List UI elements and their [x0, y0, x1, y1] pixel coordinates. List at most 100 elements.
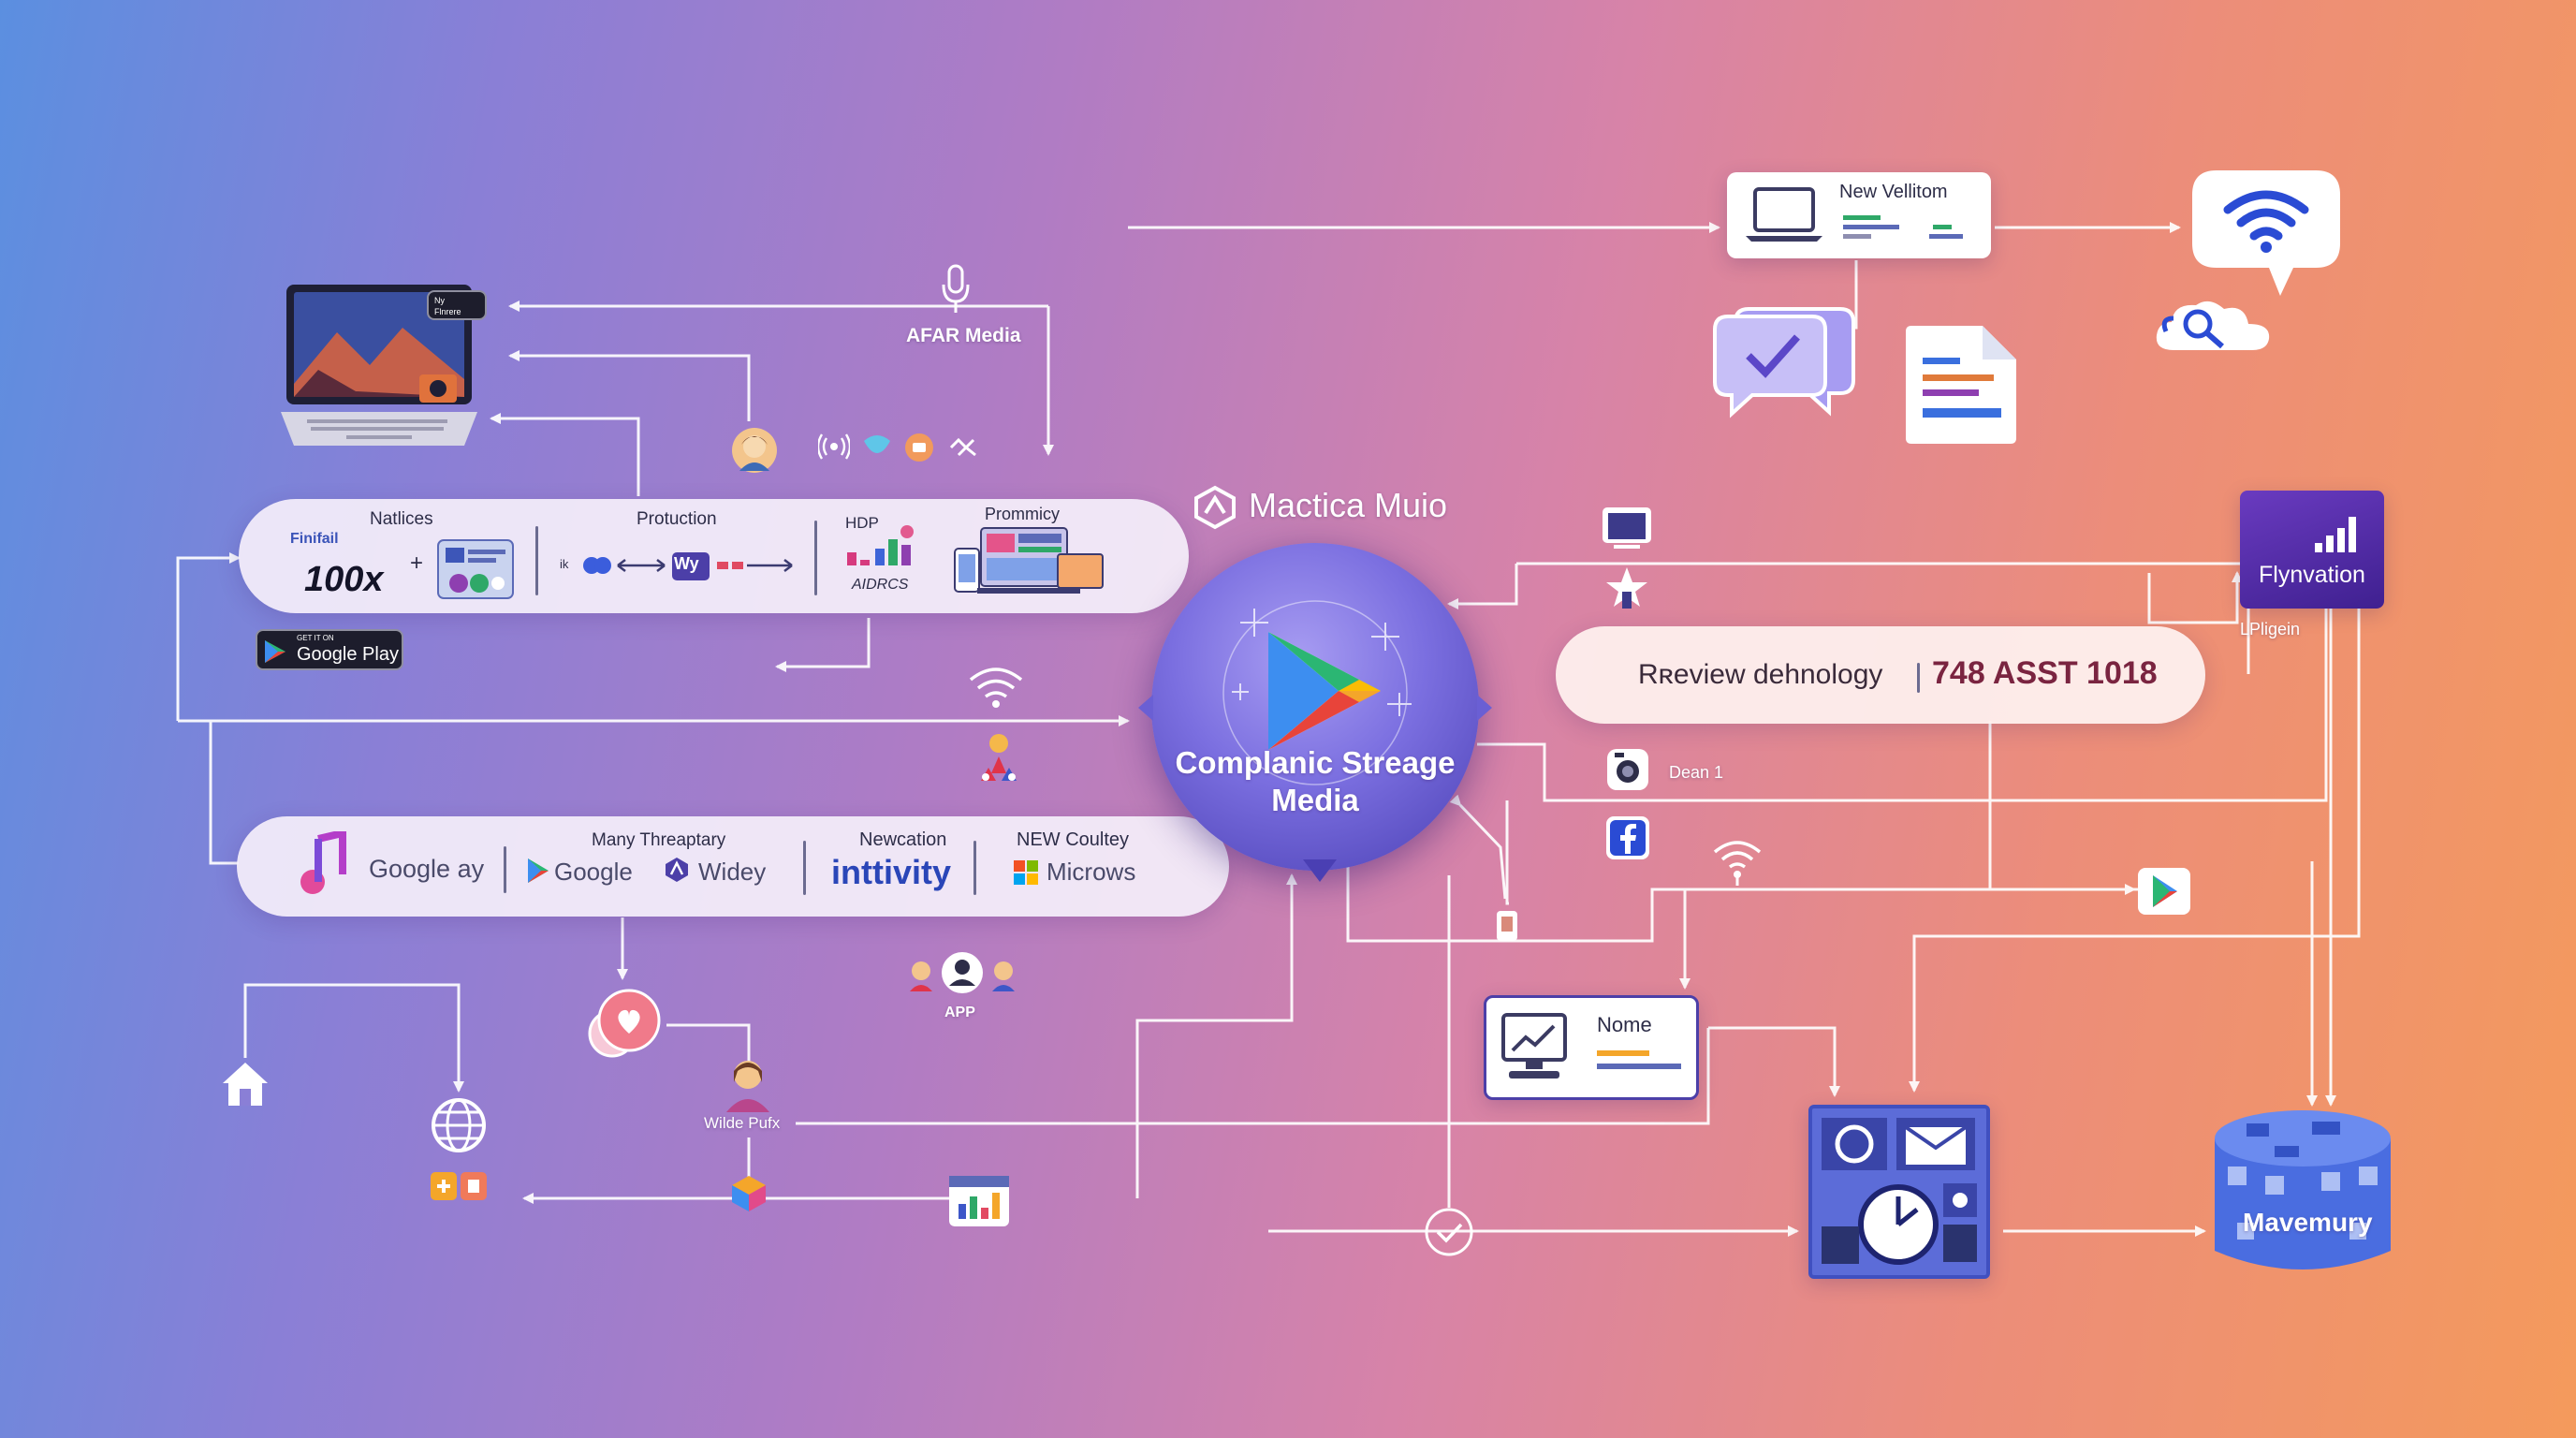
- music-note-icon: [298, 828, 350, 897]
- pill-separator-2: [814, 521, 817, 595]
- cube-icon: [730, 1174, 768, 1213]
- message-icon: [904, 433, 934, 462]
- app-label: APP: [944, 1005, 975, 1020]
- laptop-outline-icon: [1746, 187, 1822, 242]
- lpligein-label: LPligein: [2240, 620, 2301, 638]
- widey-icon: [663, 856, 691, 884]
- microphone-icon: [939, 264, 973, 315]
- pill-separator-1: [535, 526, 538, 595]
- wifi-small-icon: [1711, 839, 1764, 886]
- flow-arrows-icon: [578, 549, 794, 582]
- bottom-separator-2: [803, 841, 806, 895]
- document-icon: [1904, 322, 2020, 448]
- heart-bubble-icon: [580, 987, 666, 1062]
- new-coultey-title: NEW Coultey: [1017, 829, 1130, 850]
- nome-label: Nome: [1597, 1013, 1652, 1036]
- hub-pointer-left: [1138, 695, 1153, 721]
- hub-title-line2: Media: [1271, 783, 1359, 817]
- protuction-title: Protuction: [637, 509, 717, 529]
- avatar-icon: [730, 426, 779, 475]
- chat-check-icon: [1711, 298, 1857, 421]
- play-store-icon: [265, 640, 285, 663]
- brand-center-label: Mactica Muio: [1249, 486, 1448, 524]
- wilde-pufx-label: Wilde Pufx: [704, 1114, 781, 1132]
- people-group-icon: [973, 732, 1024, 788]
- phone-small-icon: [1494, 908, 1520, 944]
- globe-icon: [431, 1097, 487, 1153]
- heart-chat-icon: [861, 433, 893, 462]
- dean-label: Dean 1: [1669, 763, 1724, 782]
- protuction-badge: Wy: [674, 554, 699, 573]
- fly-nvation-label: Flynvation: [2259, 562, 2365, 588]
- wifi-icon: [967, 667, 1025, 708]
- review-value: 748 ASST 1018: [1932, 655, 2158, 691]
- dashboard-icon: [1822, 1118, 1977, 1265]
- natlices-value: 100x: [304, 560, 384, 599]
- laptop-icon: [281, 281, 477, 454]
- signal-icon: [816, 433, 852, 461]
- house-icon: [221, 1061, 270, 1108]
- profile-card-icon: [436, 538, 515, 600]
- brand-logo-icon: [1193, 485, 1237, 530]
- fly-nvation-card[interactable]: Flynvation: [2240, 491, 2384, 609]
- google-play-badge[interactable]: GET IT ON Google Play: [256, 629, 403, 670]
- protuction-prefix: ik: [560, 557, 569, 571]
- many-threaptary-title: Many Threaptary: [592, 830, 726, 850]
- nome-lines: [1597, 1050, 1690, 1078]
- finifail-brand: Finifail: [290, 531, 339, 547]
- hub-pointer-bottom: [1303, 859, 1337, 882]
- natlices-title: Natlices: [370, 509, 433, 529]
- monitor-icon: [1601, 506, 1653, 550]
- check-circle-icon: [1421, 1206, 1477, 1258]
- hub-title-line1: Complanic Streage: [1175, 745, 1456, 780]
- cloud-search-icon: [2151, 296, 2275, 358]
- laptop-badge: Ny Flnrere: [427, 290, 487, 320]
- review-separator: [1917, 663, 1920, 693]
- dashboard-card[interactable]: [1808, 1105, 1990, 1279]
- google-play-big: Google Play: [297, 644, 399, 665]
- new-vellitom-lines: [1843, 215, 1974, 243]
- hub-pointer-right: [1477, 695, 1492, 721]
- play-icon[interactable]: [2136, 866, 2192, 917]
- database-icon: [2209, 1101, 2396, 1288]
- chart-monitor-icon: [1501, 1013, 1567, 1078]
- new-vellitom-label: New Vellitom: [1839, 182, 1948, 202]
- bottom-separator-3: [973, 841, 976, 895]
- camera-icon: [1605, 747, 1650, 792]
- star-icon: [1606, 565, 1647, 610]
- hdp-title: HDP: [845, 514, 879, 532]
- review-label: Rʀeview dehnology: [1638, 659, 1883, 690]
- afar-media-label: AFAR Media: [906, 325, 1021, 346]
- google-ay-label: Google ay: [369, 855, 485, 883]
- newcation-title: Newcation: [859, 829, 947, 850]
- microsoft-logo-icon: [1013, 859, 1039, 886]
- newcation-value: inttivity: [831, 853, 952, 891]
- bar-chart-icon: [845, 524, 929, 569]
- bottom-services-pill: [237, 816, 1229, 917]
- hdp-sub: AIDRCS: [852, 577, 909, 593]
- prommicy-title: Prommicy: [985, 505, 1060, 523]
- widey-label: Widey: [698, 858, 767, 886]
- wifi-bubble-icon: [2188, 167, 2344, 298]
- people-app-icon: [904, 950, 1020, 1003]
- natlices-plus: +: [410, 550, 424, 576]
- person-icon: [721, 1054, 775, 1112]
- link-icon: [947, 433, 979, 462]
- nome-card[interactable]: Nome: [1484, 995, 1699, 1100]
- devices-icon: [953, 526, 1105, 597]
- facebook-icon: [1606, 816, 1649, 859]
- google-play-small: GET IT ON: [297, 634, 334, 642]
- calendar-chart-icon: [947, 1174, 1011, 1228]
- microws-label: Microws: [1046, 858, 1136, 886]
- mavemury-label: Mavemury: [2243, 1208, 2373, 1237]
- google-play-icon: [526, 857, 550, 885]
- signal-bars-icon: [2315, 517, 2356, 552]
- core-hub[interactable]: [1151, 543, 1479, 871]
- bottom-separator-1: [504, 846, 506, 893]
- google-brand: Google: [554, 858, 633, 886]
- sparkle-play-icon: [1222, 600, 1412, 785]
- app-tiles-icon: [429, 1170, 489, 1202]
- new-vellitom-card[interactable]: New Vellitom: [1727, 172, 1991, 258]
- review-bar[interactable]: [1556, 626, 2205, 724]
